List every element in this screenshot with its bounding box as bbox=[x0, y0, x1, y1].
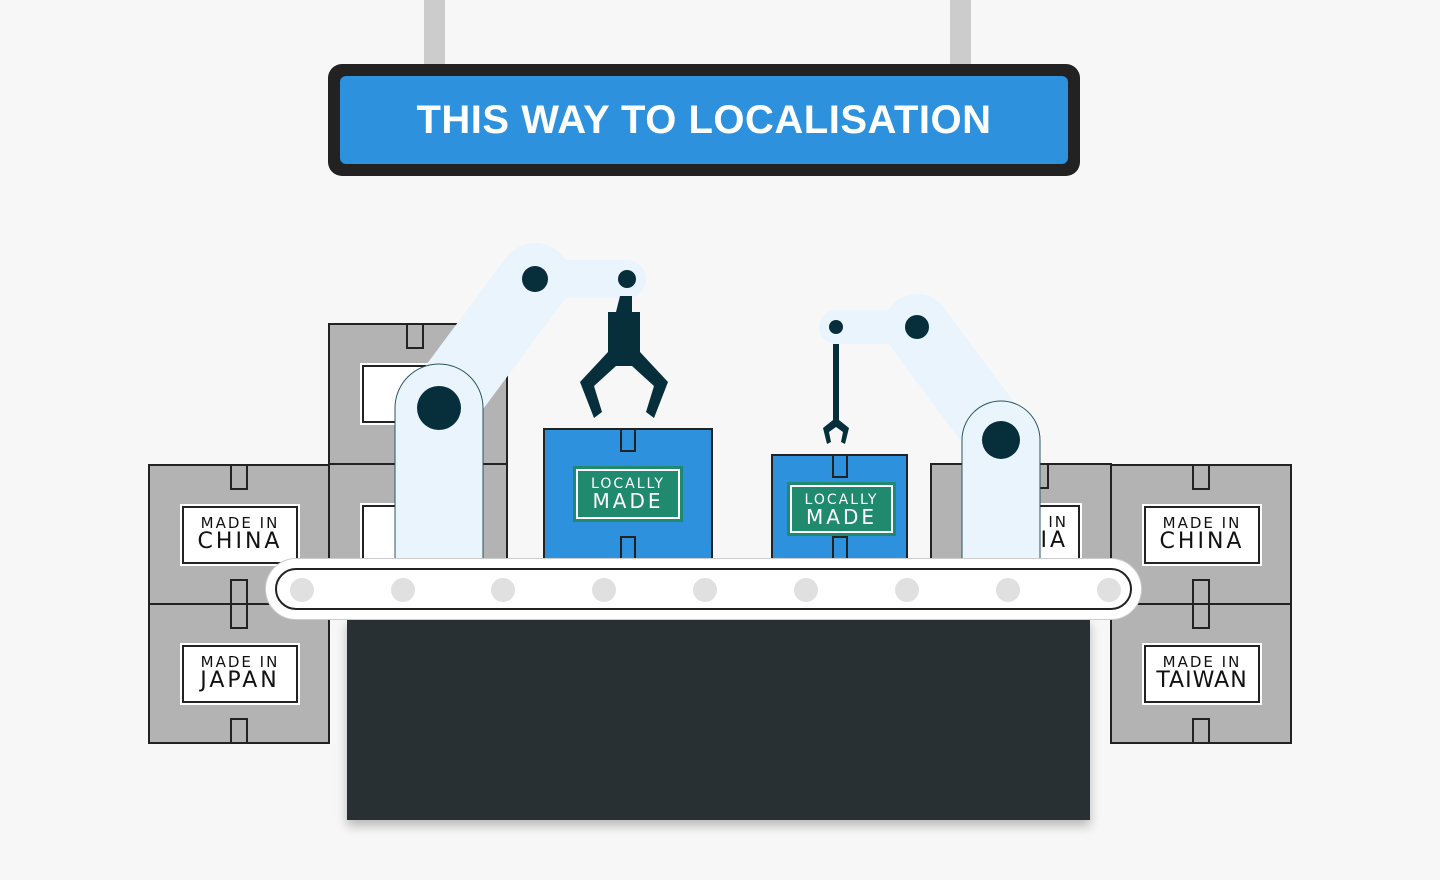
joint-icon bbox=[829, 320, 843, 334]
roller bbox=[592, 578, 616, 602]
sign-pole-left bbox=[424, 0, 445, 64]
roller bbox=[895, 578, 919, 602]
claw-icon bbox=[823, 344, 849, 444]
sign: THIS WAY TO LOCALISATION bbox=[328, 64, 1080, 176]
roller bbox=[996, 578, 1020, 602]
roller bbox=[1097, 578, 1121, 602]
sign-title: THIS WAY TO LOCALISATION bbox=[340, 76, 1068, 164]
joint-icon bbox=[417, 386, 461, 430]
roller bbox=[794, 578, 818, 602]
joint-icon bbox=[905, 315, 929, 339]
roller bbox=[391, 578, 415, 602]
conveyor-base bbox=[347, 618, 1090, 820]
robot-arm-left bbox=[394, 243, 668, 561]
joint-icon bbox=[618, 270, 636, 288]
roller bbox=[693, 578, 717, 602]
robot-arm-right bbox=[819, 294, 1041, 561]
roller bbox=[491, 578, 515, 602]
sign-pole-right bbox=[950, 0, 971, 64]
joint-icon bbox=[982, 421, 1020, 459]
joint-icon bbox=[522, 266, 548, 292]
roller bbox=[290, 578, 314, 602]
claw-icon bbox=[580, 296, 668, 418]
